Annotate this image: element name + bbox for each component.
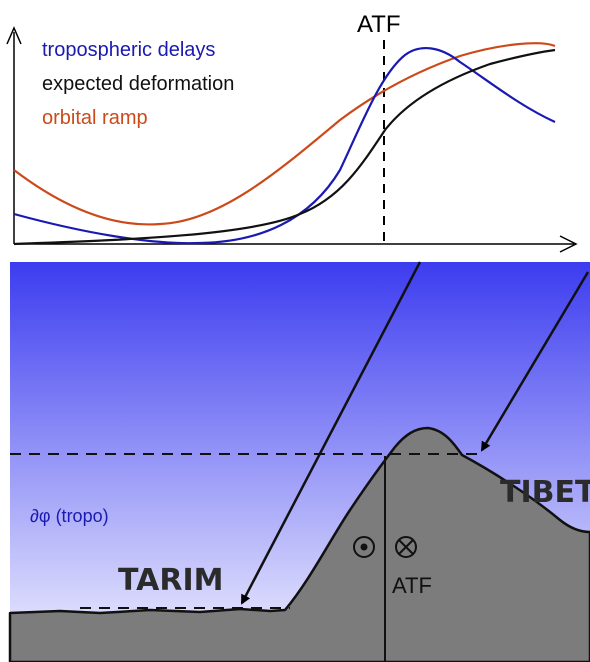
legend-tropospheric-delays: tropospheric delays — [42, 39, 215, 61]
x-axis-arrow-icon — [559, 235, 578, 253]
atf-bottom-label: ATF — [392, 573, 432, 598]
terrain-profile — [8, 426, 590, 662]
legend-expected-deformation: expected deformation — [42, 73, 234, 95]
tibet-label: TIBET — [500, 475, 590, 510]
y-axis-arrow-icon — [6, 26, 22, 45]
into-page-arrow-icon — [395, 536, 417, 558]
out-of-page-arrow-icon — [353, 536, 375, 558]
tarim-label: TARIM — [118, 563, 223, 598]
legend-orbital-ramp: orbital ramp — [42, 107, 148, 129]
bottom-panel: ∂φ (tropo) TARIM TIBET ATF — [8, 261, 590, 662]
top-panel: ATF tropospheric delays expected deforma… — [6, 11, 578, 253]
los-arrow-tibet — [480, 271, 590, 452]
orbital-ramp-curve — [13, 42, 556, 226]
expected-deformation-curve — [13, 48, 556, 246]
tropospheric-delays-curve — [13, 47, 556, 245]
atf-top-label: ATF — [357, 11, 401, 38]
los-arrow-tarim — [240, 261, 422, 605]
tropo-label: ∂φ (tropo) — [30, 506, 109, 526]
